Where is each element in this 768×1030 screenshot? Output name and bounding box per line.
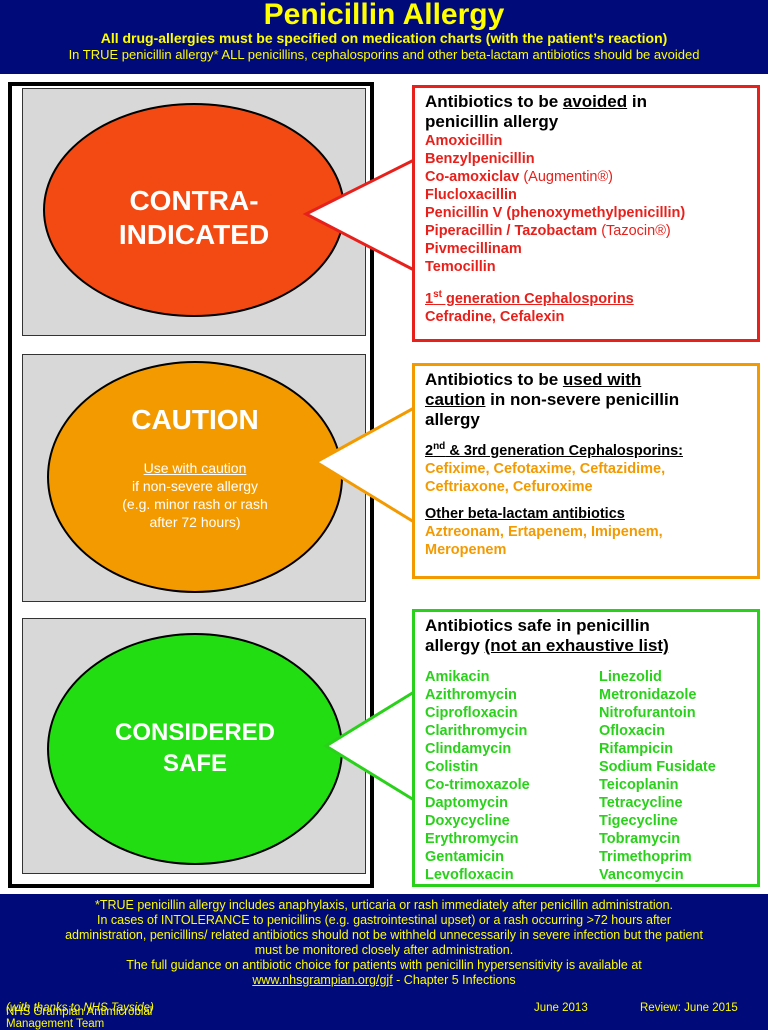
avoid-heading-2: penicillin allergy: [425, 112, 559, 131]
safe-drug-item: Ofloxacin: [599, 723, 666, 739]
bottom-bar: NHS Grampian Antimicrobial Management Te…: [0, 998, 768, 1030]
safe-drug-item: Trimethoprim: [599, 849, 692, 865]
safe-box: Antibiotics safe in penicillin allergy (…: [412, 609, 760, 887]
safe-drug-item: Co-trimoxazole: [425, 777, 530, 793]
safe-drug-item: Daptomycin: [425, 795, 508, 811]
safe-drug-item: Tobramycin: [599, 831, 681, 847]
caution-heading: Antibiotics to be used with: [425, 370, 642, 389]
caution-ceph-2: Ceftriaxone, Cefuroxime: [425, 478, 593, 495]
avoid-drug-item: Benzylpenicillin: [425, 151, 535, 167]
contra-line2: INDICATED: [118, 219, 270, 250]
caution-title: CAUTION: [131, 404, 259, 435]
safe-drug-item: Teicoplanin: [599, 777, 679, 793]
safe-line2: SAFE: [162, 750, 227, 777]
avoid-drug-item: Flucloxacillin: [425, 187, 517, 203]
avoid-drug-item: Piperacillin / Tazobactam (Tazocin®): [425, 223, 671, 239]
safe-drug-item: Sodium Fusidate: [599, 759, 716, 775]
avoid-drug-item: Penicillin V (phenoxymethylpenicillin): [425, 205, 686, 221]
caution-l1: if non-severe allergy: [131, 478, 259, 494]
avoid-ceph-list: Cefradine, Cefalexin: [425, 308, 565, 325]
safe-drug-item: Doxycycline: [425, 813, 510, 829]
safe-pointer: [323, 689, 416, 803]
safe-drug-item: Tigecycline: [599, 813, 678, 829]
caution-use: Use with caution: [143, 460, 247, 476]
footer-line-2: In cases of INTOLERANCE to penicillins (…: [97, 913, 671, 927]
safe-drug-item: Amikacin: [425, 669, 490, 685]
safe-drug-item: Erythromycin: [425, 831, 519, 847]
review-date: Review: June 2015: [640, 1002, 738, 1014]
caution-heading-3: allergy: [425, 410, 480, 429]
caution-pointer: [313, 405, 416, 525]
contra-line1: CONTRA-: [129, 185, 259, 216]
avoid-drug-item: Co-amoxiclav (Augmentin®): [425, 169, 613, 185]
safe-drug-item: Vancomycin: [599, 867, 684, 883]
avoid-gen-heading: 1st generation Cephalosporins: [425, 289, 634, 307]
safe-drug-item: Ciprofloxacin: [425, 705, 518, 721]
safe-panel: CONSIDERED SAFE: [22, 618, 366, 874]
safe-line1: CONSIDERED: [114, 719, 276, 746]
safe-drug-item: Azithromycin: [425, 687, 517, 703]
page-title: Penicillin Allergy: [263, 0, 505, 31]
team-credit: NHS Grampian Antimicrobial Management Te…: [6, 1002, 154, 1030]
caution-other-heading: Other beta-lactam antibiotics: [425, 505, 625, 522]
safe-drug-item: Nitrofurantoin: [599, 705, 696, 721]
contra-label: CONTRA- INDICATED: [43, 184, 345, 252]
avoid-box: Antibiotics to be avoided in penicillin …: [412, 85, 760, 342]
caution-label: CAUTION Use with caution if non-severe a…: [47, 403, 343, 531]
footer-line-6: www.nhsgrampian.org/gjf - Chapter 5 Infe…: [252, 973, 516, 987]
avoid-pointer: [302, 157, 416, 273]
safe-drug-item: Tetracycline: [599, 795, 683, 811]
footer-notes: *TRUE penicillin allergy includes anaphy…: [0, 898, 768, 988]
avoid-drug-item: Pivmecillinam: [425, 241, 522, 257]
safe-drug-item: Metronidazole: [599, 687, 697, 703]
footer-line-1: *TRUE penicillin allergy includes anaphy…: [94, 898, 674, 912]
caution-heading-2: caution in non-severe penicillin: [425, 390, 680, 409]
safe-heading: Antibiotics safe in penicillin: [425, 616, 650, 635]
guidance-link[interactable]: www.nhsgrampian.org/gjf: [252, 973, 393, 987]
safe-drug-item: Clarithromycin: [425, 723, 528, 739]
caution-bl-2: Meropenem: [425, 541, 507, 558]
safe-drug-item: Rifampicin: [599, 741, 674, 757]
footer-line-3: administration, penicillins/ related ant…: [65, 928, 703, 942]
caution-l2: (e.g. minor rash or rash: [122, 496, 268, 512]
safe-heading-2: allergy (not an exhaustive list): [425, 636, 669, 655]
footer-line-4: must be monitored closely after administ…: [254, 943, 514, 957]
issue-date: June 2013: [534, 1002, 588, 1014]
safe-drug-item: Clindamycin: [425, 741, 512, 757]
safe-drug-item: Colistin: [425, 759, 479, 775]
caution-gen-heading: 2nd & 3rd generation Cephalosporins:: [425, 441, 683, 459]
header: Penicillin Allergy All drug-allergies mu…: [0, 0, 768, 74]
caution-ellipse: [47, 361, 343, 593]
header-subtitle: All drug-allergies must be specified on …: [100, 30, 668, 46]
caution-box: Antibiotics to be used with caution in n…: [412, 363, 760, 579]
caution-l3: after 72 hours): [149, 514, 241, 530]
safe-ellipse: [47, 633, 343, 865]
caution-panel: CAUTION Use with caution if non-severe a…: [22, 354, 366, 602]
safe-drug-item: Levofloxacin: [425, 867, 514, 883]
header-note: In TRUE penicillin allergy* ALL penicill…: [68, 47, 700, 62]
avoid-drug-item: Amoxicillin: [425, 133, 503, 149]
caution-bl-1: Aztreonam, Ertapenem, Imipenem,: [425, 523, 663, 540]
safe-drug-item: Linezolid: [599, 669, 662, 685]
footer-line-5: The full guidance on antibiotic choice f…: [126, 958, 642, 972]
avoid-heading: Antibiotics to be avoided in: [425, 92, 647, 111]
avoid-drug-item: Temocillin: [425, 259, 496, 275]
safe-drug-item: Gentamicin: [425, 849, 504, 865]
safe-label: CONSIDERED SAFE: [47, 717, 343, 779]
caution-ceph-1: Cefixime, Cefotaxime, Ceftazidime,: [425, 460, 666, 477]
